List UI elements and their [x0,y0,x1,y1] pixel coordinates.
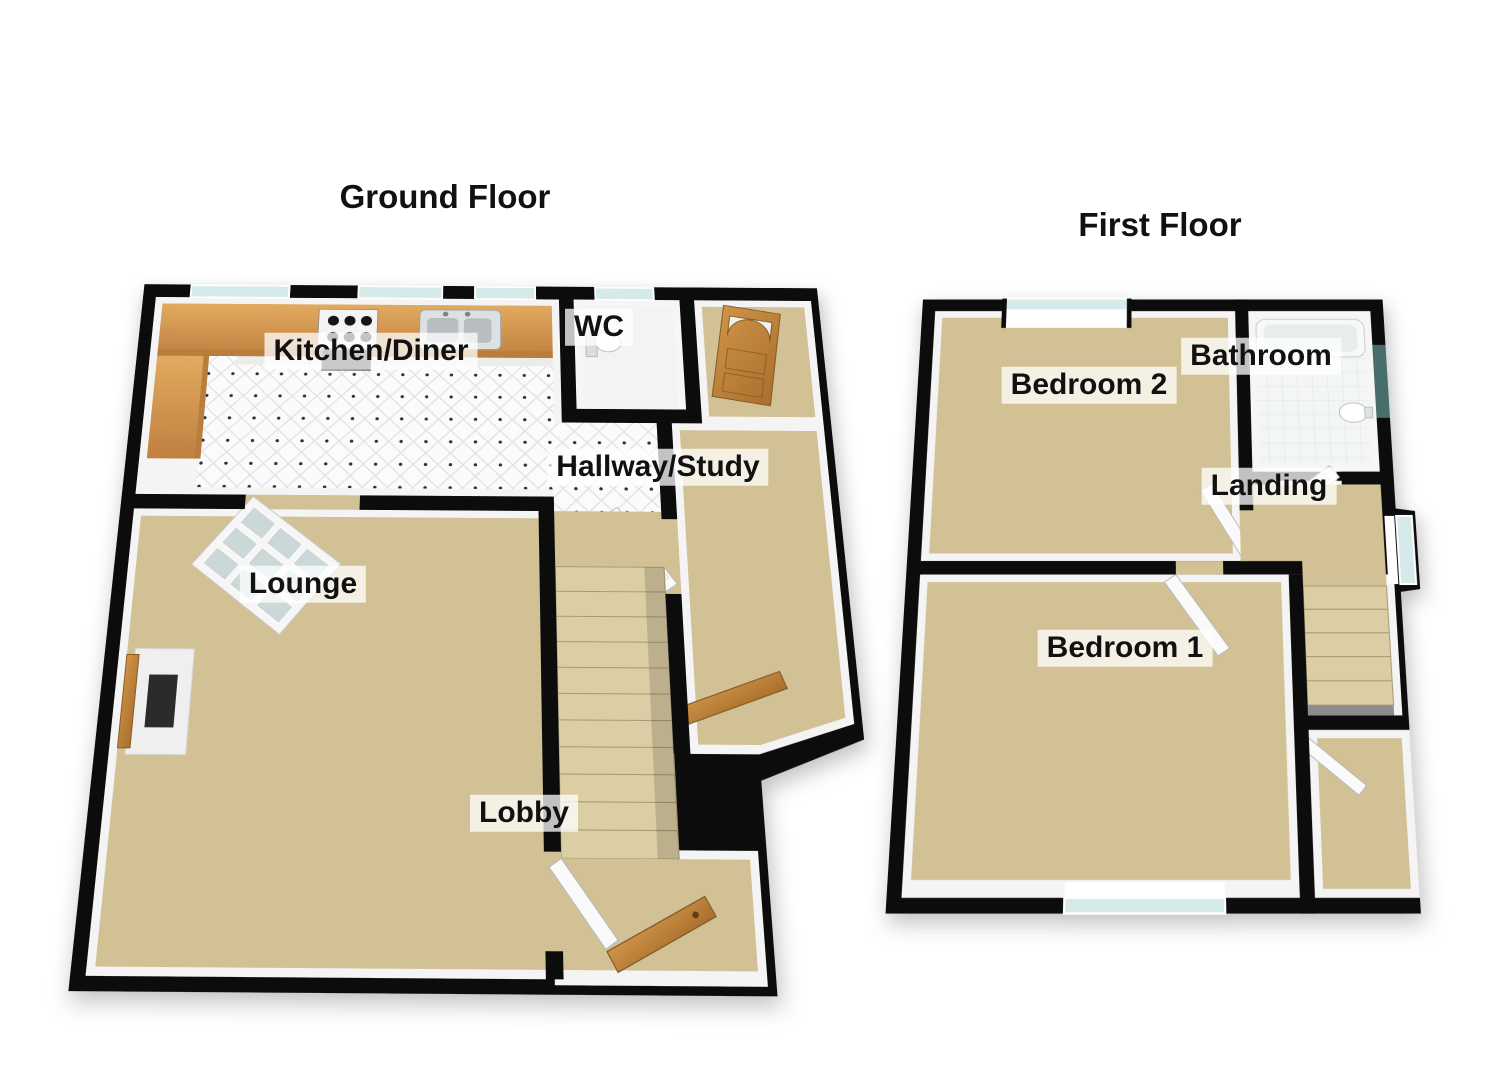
fireplace [117,649,194,755]
first-floor-title: First Floor [1078,206,1242,244]
cupboard-floor [1317,738,1411,889]
entry-floor [701,306,816,418]
room-label-wc: WC [565,308,633,346]
lobby-room [543,851,758,974]
bedroom1-floor [911,582,1291,880]
room-label-hallway-study: Hallway/Study [547,448,769,486]
room-label-lobby: Lobby [470,794,578,832]
ground-floor-plan [23,278,892,1007]
room-label-bathroom: Bathroom [1181,337,1341,375]
wc-window [595,288,654,300]
wc-floor [581,306,679,410]
lounge-floor [95,515,546,970]
ground-floor-title: Ground Floor [339,178,551,216]
kitchen-counter-return [146,355,210,459]
landing-floor [1246,484,1386,575]
kitchen-tile-floor [194,355,662,512]
kitchen-sink [419,310,501,350]
kitchen-windows [190,285,535,299]
room-label-bedroom-2: Bedroom 2 [1001,366,1177,404]
wc-room [581,288,679,410]
room-label-bedroom-1: Bedroom 1 [1037,629,1213,667]
interior-walls [906,299,1410,914]
landing-room [1239,484,1416,584]
cupboard [1301,738,1411,889]
hallway-floor [679,430,849,746]
bedroom-1-room [911,561,1291,914]
bedroom2-window-recess [1001,299,1131,328]
room-label-lounge: Lounge [239,565,367,603]
interior-walls [120,286,703,980]
staircase [554,511,679,859]
bedroom1-window [1064,898,1225,914]
bedroom1-door [1164,574,1229,656]
bathtub [1256,320,1366,357]
lobby-floor [561,858,758,972]
landing-window [1396,516,1416,584]
front-door [712,305,780,406]
stair-void [1307,705,1395,716]
front-entry [701,305,816,418]
room-label-kitchen-diner: Kitchen/Diner [264,332,478,370]
room-label-landing: Landing [1201,467,1337,505]
ground-floor-drawing [68,278,892,998]
staircase [1303,574,1395,716]
